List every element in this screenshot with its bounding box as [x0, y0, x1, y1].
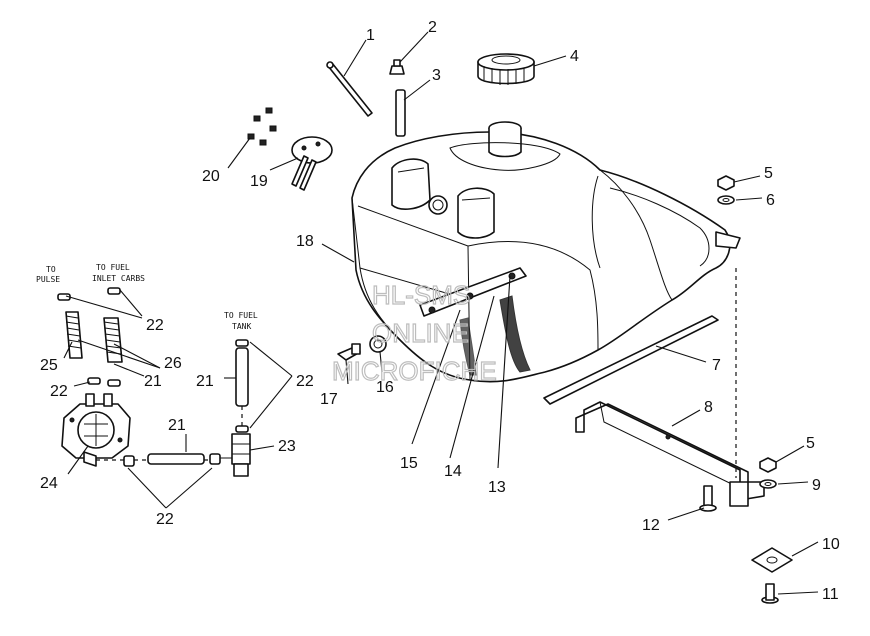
part-16-grommet — [369, 335, 387, 353]
callout-17: 17 — [320, 391, 338, 408]
part-8-tank-bracket — [575, 401, 765, 507]
part-25-hose-spring — [65, 311, 83, 359]
callout-24: 24 — [40, 475, 58, 492]
callout-4: 4 — [570, 48, 579, 65]
part-10-pad — [751, 547, 793, 573]
callout-19: 19 — [250, 173, 268, 190]
callout-11: 11 — [822, 586, 839, 603]
watermark-line3: MICROFICHE — [332, 356, 497, 386]
part-4-fuel-cap — [477, 53, 535, 85]
routing-notes: TO PULSE TO FUEL INLET CARBS TO FUEL TAN… — [36, 263, 258, 331]
callout-25: 25 — [40, 357, 58, 374]
watermark-line2: ONLINE — [372, 318, 469, 348]
part-9-washer — [759, 479, 777, 489]
callout-13: 13 — [488, 479, 506, 496]
part-21-hose-horizontal — [96, 406, 243, 465]
callout-5-top: 5 — [764, 165, 773, 182]
part-3-tube — [395, 89, 406, 137]
callout-2: 2 — [428, 19, 437, 36]
callout-14: 14 — [444, 463, 462, 480]
fuel-tank — [351, 121, 741, 383]
leader-lines — [63, 31, 819, 595]
note-to-fuel-inlet-line2: INLET CARBS — [92, 274, 145, 283]
callout-7: 7 — [712, 357, 721, 374]
watermark-line1: HL-SMS — [372, 280, 470, 310]
part-24-fuel-pump — [61, 393, 131, 467]
part-5-nut-lower — [759, 457, 777, 473]
callout-8: 8 — [704, 399, 713, 416]
callout-3: 3 — [432, 67, 441, 84]
callout-15: 15 — [400, 455, 418, 472]
callout-23: 23 — [278, 438, 296, 455]
part-1-vent-rod — [326, 61, 373, 117]
part-6-washer-top — [717, 195, 735, 205]
callout-21-left: 21 — [144, 373, 162, 390]
callout-numbers: 1 2 3 4 5 6 7 8 5 9 10 11 12 13 14 15 16… — [40, 19, 840, 603]
callout-1: 1 — [366, 27, 375, 44]
part-5-nut-top — [717, 175, 735, 191]
note-to-pulse-line1: TO — [46, 265, 56, 274]
callout-12: 12 — [642, 517, 660, 534]
callout-18: 18 — [296, 233, 314, 250]
part-22-clamps — [57, 287, 249, 467]
callout-21-center: 21 — [196, 373, 214, 390]
part-19-fuel-sender — [291, 136, 333, 191]
callout-6: 6 — [766, 192, 775, 209]
part-11-bolt — [761, 583, 779, 604]
note-to-fuel-tank-line1: TO FUEL — [224, 311, 258, 320]
watermark: HL-SMS ONLINE MICROFICHE — [331, 279, 497, 386]
part-23-fuel-filter — [220, 433, 251, 477]
callout-22-bottom: 22 — [156, 511, 174, 528]
part-12-bolt — [699, 485, 717, 512]
callout-22-top: 22 — [146, 317, 164, 334]
callout-10: 10 — [822, 536, 840, 553]
part-20-screws — [247, 107, 277, 146]
part-2-valve — [389, 59, 405, 75]
part-7-pad-strip — [543, 315, 719, 405]
callout-16: 16 — [376, 379, 394, 396]
callout-9: 9 — [812, 477, 821, 494]
callout-22-right: 22 — [296, 373, 314, 390]
note-to-fuel-inlet-line1: TO FUEL — [96, 263, 130, 272]
callout-26: 26 — [164, 355, 182, 372]
note-to-fuel-tank-line2: TANK — [232, 322, 251, 331]
callout-22-left: 22 — [50, 383, 68, 400]
part-26-hose-spring — [103, 317, 123, 363]
part-21-hose-vertical — [235, 347, 249, 407]
callout-20: 20 — [202, 168, 220, 185]
part-17-fitting — [337, 343, 361, 361]
callout-21-lower: 21 — [168, 417, 186, 434]
note-to-pulse-line2: PULSE — [36, 275, 60, 284]
callout-5-lower: 5 — [806, 435, 815, 452]
